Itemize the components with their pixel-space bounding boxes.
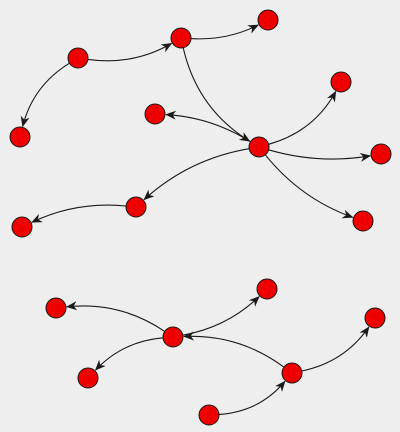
edges bbox=[20, 24, 372, 415]
graph-node-n12[interactable] bbox=[45, 297, 67, 319]
edge-n2-n4 bbox=[190, 24, 260, 40]
graph-node-n13[interactable] bbox=[77, 367, 99, 389]
graph-node-n17[interactable] bbox=[281, 362, 303, 384]
edge-n14-n12 bbox=[66, 301, 166, 332]
graph-node-n1[interactable] bbox=[67, 47, 89, 69]
edge-n5-n9 bbox=[264, 154, 354, 219]
graph-node-n3[interactable] bbox=[9, 126, 31, 148]
graph-node-n11[interactable] bbox=[11, 216, 33, 238]
graph-node-n9[interactable] bbox=[352, 210, 374, 232]
edge-n1-n3 bbox=[20, 62, 70, 128]
edge-n5-n10 bbox=[143, 148, 250, 201]
edge-n5-n6 bbox=[165, 110, 251, 143]
nodes bbox=[9, 9, 392, 426]
graph-node-n2[interactable] bbox=[170, 27, 192, 49]
edge-n5-n8 bbox=[268, 149, 372, 162]
graph-node-n19[interactable] bbox=[198, 404, 220, 426]
graph-node-n7[interactable] bbox=[330, 71, 352, 93]
edge-n5-n7 bbox=[268, 90, 337, 145]
edge-n2-n5 bbox=[182, 47, 251, 142]
graph-node-n8[interactable] bbox=[370, 143, 392, 165]
graph-node-n18[interactable] bbox=[364, 307, 386, 329]
edge-n14-n15 bbox=[182, 295, 260, 336]
graph-node-n5[interactable] bbox=[248, 136, 270, 158]
graph-node-n10[interactable] bbox=[125, 196, 147, 218]
graph-node-n14[interactable] bbox=[162, 326, 184, 348]
graph-node-n6[interactable] bbox=[144, 103, 166, 125]
edge-n14-n13 bbox=[94, 337, 164, 371]
edge-n17-n14 bbox=[183, 331, 285, 368]
edge-n10-n11 bbox=[31, 204, 127, 223]
edge-n19-n17 bbox=[218, 380, 286, 415]
graph-node-n4[interactable] bbox=[257, 9, 279, 31]
edge-n1-n2 bbox=[87, 43, 173, 62]
edge-n17-n18 bbox=[301, 326, 370, 372]
graph-node-n15[interactable] bbox=[256, 278, 278, 300]
